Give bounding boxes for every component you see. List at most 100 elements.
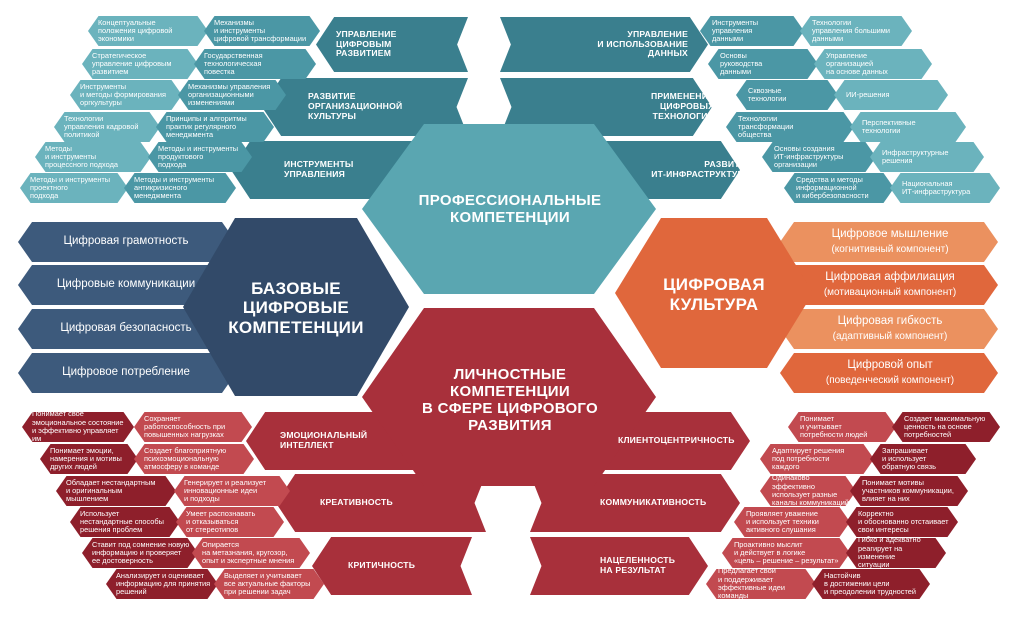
- prof-left-title-2: ИНСТРУМЕНТЫ УПРАВЛЕНИЯ: [284, 159, 354, 179]
- prof-left-item-bg-2-1: [148, 142, 252, 172]
- pers-right-item-bg-2-2: [706, 569, 816, 599]
- pers-left-item-bg-2-3: [214, 569, 324, 599]
- prof-right-item-2-1: Инфраструктурные решения: [882, 147, 949, 165]
- pers-right-item-bg-0-2: [760, 444, 874, 474]
- pers-right-item-0-0: Понимает и учитывает потребности людей: [800, 413, 868, 440]
- pers-right-item-2-1: Гибко и адекватно реагирует на изменение…: [858, 535, 921, 570]
- prof-right-item-bg-1-1: [834, 80, 948, 110]
- pers-right-item-bg-2-3: [812, 569, 930, 599]
- pers-right-item-1-3: Корректно и обоснованно отстаивает свои …: [858, 508, 949, 535]
- basic-item-3: Цифровое потребление: [62, 366, 190, 379]
- pers-right-item-1-0: Одинаково эффективно использует разные к…: [772, 473, 849, 508]
- prof-right-title-0: УПРАВЛЕНИЕ И ИСПОЛЬЗОВАНИЕ ДАННЫХ: [597, 28, 688, 59]
- pers-right-item-bg-1-3: [846, 507, 958, 537]
- prof-left-item-bg-0-2: [82, 49, 198, 79]
- pers-right-band-1: [530, 474, 740, 532]
- pers-left-item-bg-0-3: [134, 444, 254, 474]
- pers-left-band-2: [312, 537, 472, 595]
- pers-right-item-1-2: Проявляет уважение и использует техники …: [746, 508, 819, 535]
- culture-pill-0: [780, 222, 998, 262]
- prof-right-item-bg-2-2: [784, 173, 894, 203]
- prof-right-item-bg-0-3: [814, 49, 932, 79]
- basic-item-1: Цифровые коммуникации: [56, 278, 196, 291]
- prof-left-item-2-2: Методы и инструменты проектного подхода: [30, 174, 111, 201]
- pers-right-item-0-2: Адаптирует решения под потребности каждо…: [772, 445, 845, 472]
- pers-right-item-bg-0-3: [870, 444, 976, 474]
- prof-left-item-bg-2-3: [124, 173, 236, 203]
- prof-right-item-2-0: Основы создания ИТ-инфраструктуры органи…: [774, 143, 844, 170]
- pers-left-item-bg-2-0: [82, 538, 198, 568]
- prof-right-title-1: ПРИМЕНЕНИЕ ЦИФРОВЫХ ТЕХНОЛОГИЙ: [650, 91, 714, 121]
- prof-right-item-bg-1-0: [736, 80, 838, 110]
- pers-left-item-2-3: Выделяет и учитывает все актуальные факт…: [224, 570, 311, 597]
- prof-left-item-0-0: Концептуальные положения цифровой эконом…: [98, 17, 173, 44]
- culture-item-title: Цифровая аффилиация: [825, 271, 955, 284]
- prof-left-item-1-0: Инструменты и методы формирования оргкул…: [80, 81, 166, 108]
- prof-left-item-2-0: Методы и инструменты процессного подхода: [45, 143, 119, 170]
- prof-left-item-bg-2-2: [20, 173, 128, 203]
- prof-left-item-bg-1-2: [54, 112, 160, 142]
- prof-right-item-bg-1-3: [850, 112, 966, 142]
- hex-basic: [183, 218, 409, 396]
- pers-left-item-1-3: Умеет распознавать и отказываться от сте…: [186, 508, 256, 535]
- prof-right-item-0-1: Технологии управления большими данными: [812, 17, 890, 44]
- pers-left-title-1: КРЕАТИВНОСТЬ: [320, 497, 393, 508]
- pers-right-band-2: [530, 537, 708, 595]
- pers-right-item-1-1: Понимает мотивы участников коммуникации,…: [862, 477, 954, 504]
- prof-right-band-1: [500, 78, 712, 136]
- basic-item-2: Цифровая безопасность: [60, 322, 192, 335]
- prof-right-item-0-0: Инструменты управления данными: [712, 17, 759, 44]
- pers-left-item-bg-1-1: [174, 476, 290, 506]
- pers-left-item-2-0: Ставит под сомнение новую информацию и п…: [92, 539, 190, 566]
- hex-personal-label: ЛИЧНОСТНЫЕ КОМПЕТЕНЦИИ В СФЕРЕ ЦИФРОВОГО…: [421, 365, 599, 435]
- pers-right-item-bg-2-1: [846, 538, 946, 568]
- pers-right-item-bg-0-1: [892, 412, 1000, 442]
- pers-left-item-2-2: Анализирует и оценивает информацию для п…: [116, 570, 211, 597]
- pers-right-item-0-3: Запрашивает и использует обратную связь: [882, 445, 936, 472]
- prof-left-item-1-2: Технологии управления кадровой политикой: [64, 113, 139, 140]
- pers-left-item-0-0: Понимает свое эмоциональное состояние и …: [32, 409, 124, 444]
- prof-left-item-0-3: Государственная технологическая повестка: [204, 50, 263, 77]
- prof-left-item-bg-1-0: [70, 80, 182, 110]
- prof-left-item-bg-0-1: [204, 16, 320, 46]
- pers-right-title-0: КЛИЕНТОЦЕНТРИЧНОСТЬ: [618, 435, 735, 446]
- pers-right-item-bg-1-1: [850, 476, 968, 506]
- prof-right-item-bg-0-0: [700, 16, 804, 46]
- prof-right-item-1-3: Перспективные технологии: [862, 117, 916, 135]
- culture-item-title: Цифровая гибкость: [837, 315, 943, 328]
- prof-right-item-bg-2-0: [762, 142, 876, 172]
- prof-left-band-0: [316, 17, 468, 72]
- hex-personal: [362, 308, 656, 486]
- hex-culture: [615, 218, 813, 368]
- prof-right-item-0-2: Основы руководства данными: [720, 50, 763, 77]
- pers-left-item-bg-1-0: [56, 476, 176, 506]
- pers-right-title-1: КОММУНИКАТИВНОСТЬ: [600, 497, 707, 508]
- prof-right-item-2-2: Средства и методы информационной и кибер…: [796, 174, 869, 201]
- pers-left-item-bg-0-2: [40, 444, 138, 474]
- pers-right-title-2: НАЦЕЛЕННОСТЬ НА РЕЗУЛЬТАТ: [600, 555, 676, 575]
- pers-right-item-bg-1-0: [760, 476, 856, 506]
- pers-left-item-2-1: Опирается на метазнания, кругозор, опыт …: [202, 539, 295, 566]
- pers-left-band-1: [276, 474, 486, 532]
- prof-left-item-bg-0-0: [88, 16, 208, 46]
- prof-right-item-1-2: Технологии трансформации общества: [738, 113, 794, 140]
- pers-left-item-bg-2-1: [192, 538, 310, 568]
- hex-basic-label: БАЗОВЫЕ ЦИФРОВЫЕ КОМПЕТЕНЦИИ: [228, 278, 364, 337]
- culture-pill-1: [780, 265, 998, 305]
- culture-pill-2: [780, 309, 998, 349]
- hex-professional: [362, 124, 656, 294]
- prof-left-item-0-2: Стратегическое управление цифровым разви…: [92, 50, 172, 77]
- culture-pill-3: [780, 353, 998, 393]
- pers-right-item-2-0: Проактивно мыслит и действует в логике «…: [734, 539, 839, 566]
- pers-left-item-1-1: Генерирует и реализует инновационные иде…: [184, 477, 267, 504]
- prof-left-item-1-1: Механизмы управления организационными из…: [188, 81, 271, 108]
- prof-left-item-2-3: Методы и инструменты антикризисного мене…: [134, 174, 215, 201]
- prof-left-item-bg-1-1: [178, 80, 286, 110]
- pers-left-item-1-0: Обладает нестандартным и оригинальным мы…: [66, 477, 156, 504]
- prof-right-item-bg-2-1: [870, 142, 984, 172]
- pers-right-item-2-2: Предлагает свои и поддерживает эффективн…: [718, 566, 786, 601]
- prof-left-item-1-3: Принципы и алгоритмы практик регулярного…: [166, 113, 247, 140]
- prof-left-item-2-1: Методы и инструменты продуктового подход…: [158, 143, 239, 170]
- pers-left-item-0-2: Понимает эмоции, намерения и мотивы друг…: [50, 445, 122, 472]
